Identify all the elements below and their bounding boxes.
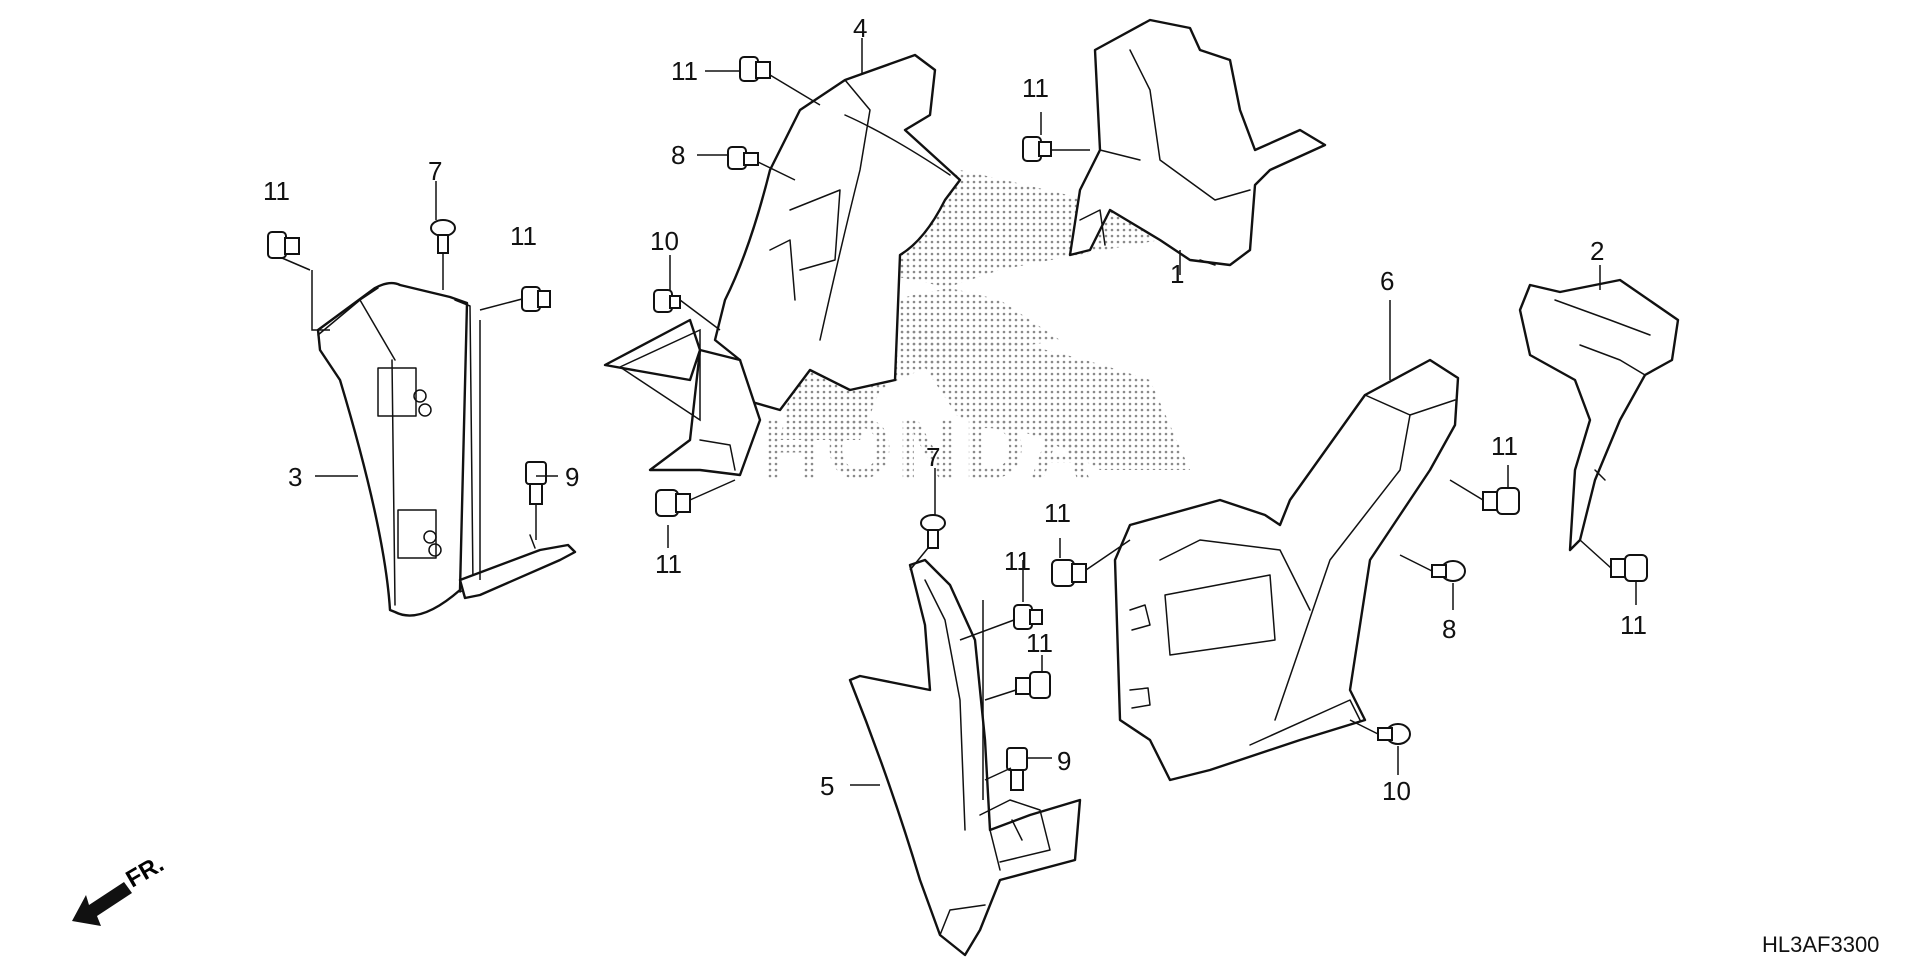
clip-11-part2 (1610, 554, 1648, 582)
screw-8-part4 (727, 146, 759, 170)
callout-11: 11 (1491, 431, 1518, 461)
leader-lines (281, 38, 1637, 800)
callout-11: 11 (1044, 498, 1071, 528)
part-5-front-cover (848, 558, 1082, 957)
callout-4: 4 (853, 13, 867, 43)
bolt-9-left (525, 461, 547, 505)
screw-10-left (653, 289, 681, 313)
clip-11-part6-right (1482, 487, 1520, 515)
callout-3: 3 (288, 462, 302, 492)
clip-11-part5-b (1015, 671, 1051, 699)
fasteners (267, 56, 1648, 791)
callout-10: 10 (1382, 776, 1411, 806)
callout-8: 8 (671, 140, 685, 170)
callout-11: 11 (1026, 628, 1053, 658)
clip-11-left-right (521, 286, 551, 312)
screw-7-center (920, 514, 946, 549)
callout-8: 8 (1442, 614, 1456, 644)
clip-11-upper-left (267, 231, 300, 259)
callout-11: 11 (1022, 73, 1049, 103)
clip-11-part5-a (1013, 604, 1043, 630)
front-direction-marker: FR. (72, 850, 168, 926)
part-6-lower-panel (1113, 358, 1460, 782)
callout-9: 9 (1057, 746, 1071, 776)
callout-11: 11 (655, 549, 682, 579)
callout-10: 10 (650, 226, 679, 256)
part-2-side-bracket (1518, 278, 1680, 552)
part-1-air-duct (1068, 18, 1327, 267)
callout-7: 7 (428, 156, 442, 186)
clip-11-part1 (1022, 136, 1052, 162)
callout-11: 11 (510, 221, 537, 251)
front-label: FR. (122, 850, 169, 893)
screw-7-left (430, 219, 456, 254)
screw-8-part6 (1431, 560, 1466, 582)
callout-5: 5 (820, 771, 834, 801)
callout-11: 11 (1004, 546, 1031, 576)
clip-11-part6-left (1051, 559, 1087, 587)
part-3-side-cover (316, 281, 577, 617)
callout-2: 2 (1590, 236, 1604, 266)
screw-10-part6 (1377, 723, 1411, 745)
callout-9: 9 (565, 462, 579, 492)
callout-7: 7 (926, 442, 940, 472)
callout-1: 1 (1170, 259, 1184, 289)
clip-11-part4-bottom (655, 489, 691, 517)
clip-11-part4-top (739, 56, 771, 82)
callout-11: 11 (263, 176, 290, 206)
drawing-code: HL3AF3300 (1762, 932, 1879, 957)
watermark-text: HONDA (760, 401, 1095, 497)
callout-11: 11 (671, 56, 698, 86)
bolt-9-center (1006, 747, 1028, 791)
part-4-inner-panel (603, 53, 962, 477)
callout-11: 11 (1620, 610, 1647, 640)
callout-labels: 11 7 11 3 9 4 11 8 10 11 11 1 7 11 11 9 … (263, 13, 1647, 806)
callout-6: 6 (1380, 266, 1394, 296)
arrow-icon (72, 882, 132, 926)
